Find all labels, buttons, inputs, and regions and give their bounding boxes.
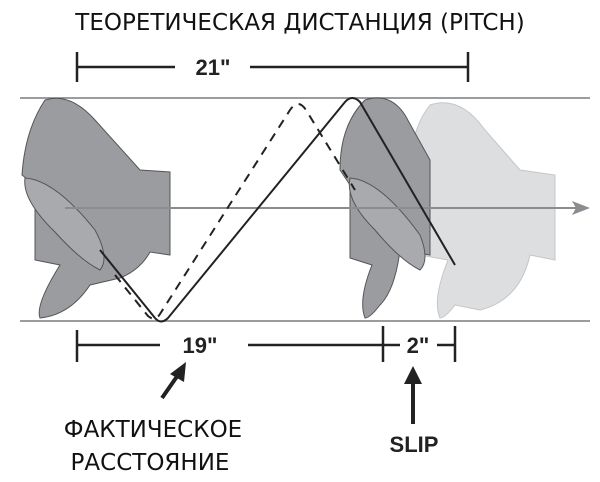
direction-arrow — [65, 201, 590, 215]
pitch-label: 21" — [196, 55, 231, 80]
slip-caption: SLIP — [390, 432, 439, 457]
actual-distance-pointer-arrow — [160, 362, 186, 400]
actual-distance-caption-line1: ФАКТИЧЕСКОЕ — [64, 417, 242, 443]
actual-helix-path — [99, 97, 456, 323]
theoretical-helix-path — [114, 103, 356, 320]
slip-pointer-arrow — [404, 366, 422, 424]
slip-value-label: 2" — [407, 333, 430, 358]
diagram-title: ТЕОРЕТИЧЕСКАЯ ДИСТАНЦИЯ (PITCH) — [74, 10, 524, 36]
propeller-theoretical-position — [409, 102, 556, 319]
pitch-dimension — [75, 52, 470, 82]
actual-distance-label: 19" — [183, 333, 218, 358]
actual-distance-dimension — [75, 326, 457, 362]
actual-distance-caption-line2: РАССТОЯНИЕ — [71, 450, 230, 476]
